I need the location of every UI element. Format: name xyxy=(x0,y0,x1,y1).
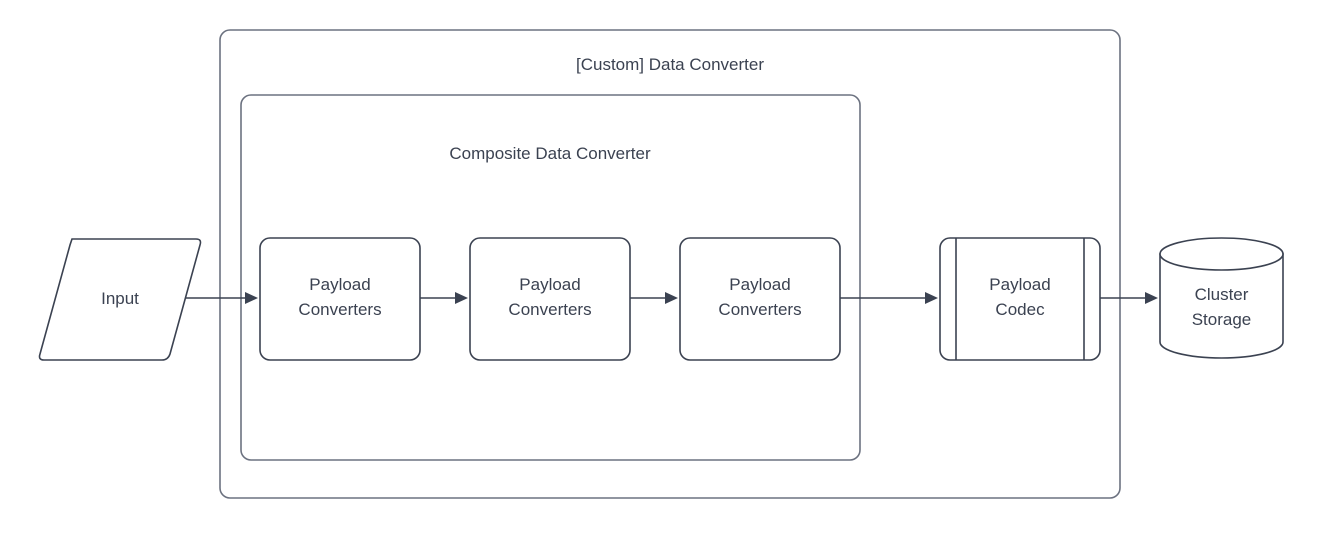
node-payload-converters-3-shape xyxy=(679,237,841,361)
arrowhead-icon xyxy=(245,292,258,304)
node-payload-converters-3-label-line1: Payload xyxy=(729,275,790,294)
node-cluster-storage-top xyxy=(1159,237,1284,271)
node-payload-converters-1-shape xyxy=(259,237,421,361)
node-payload-converters-2-label-line1: Payload xyxy=(519,275,580,294)
container-custom-data-converter[interactable]: [Custom] Data Converter xyxy=(219,29,1121,499)
node-cluster-storage[interactable]: Cluster Storage xyxy=(1159,237,1284,359)
edge-payload-converters-1-to-2 xyxy=(420,292,468,304)
node-input[interactable]: Input xyxy=(38,238,202,361)
node-payload-codec-shape xyxy=(939,237,1101,361)
arrowhead-icon xyxy=(455,292,468,304)
node-input-label: Input xyxy=(101,289,139,308)
node-payload-converters-3[interactable]: Payload Converters xyxy=(679,237,841,361)
container-custom-data-converter-label: [Custom] Data Converter xyxy=(576,55,764,74)
arrowhead-icon xyxy=(1145,292,1158,304)
node-payload-converters-2[interactable]: Payload Converters xyxy=(469,237,631,361)
node-cluster-storage-body xyxy=(1159,253,1284,359)
node-payload-converters-1-label-line2: Converters xyxy=(298,300,381,319)
node-cluster-storage-label-line1: Cluster xyxy=(1195,285,1249,304)
edge-payload-codec-to-cluster-storage xyxy=(1100,292,1158,304)
container-composite-data-converter-label: Composite Data Converter xyxy=(449,144,651,163)
node-payload-converters-3-label-line2: Converters xyxy=(718,300,801,319)
arrowhead-icon xyxy=(925,292,938,304)
edge-payload-converters-3-to-payload-codec xyxy=(840,292,938,304)
container-custom-data-converter-outline xyxy=(219,29,1121,499)
arrowhead-icon xyxy=(665,292,678,304)
node-cluster-storage-label-line2: Storage xyxy=(1192,310,1252,329)
node-payload-codec-label-line1: Payload xyxy=(989,275,1050,294)
node-payload-codec[interactable]: Payload Codec xyxy=(939,237,1101,361)
node-payload-converters-1[interactable]: Payload Converters xyxy=(259,237,421,361)
node-input-shape xyxy=(38,238,202,361)
node-payload-converters-2-shape xyxy=(469,237,631,361)
node-payload-codec-label-line2: Codec xyxy=(995,300,1045,319)
edge-payload-converters-2-to-3 xyxy=(630,292,678,304)
container-composite-data-converter-outline xyxy=(240,94,861,461)
edge-input-to-payload-converters-1 xyxy=(185,292,258,304)
container-composite-data-converter[interactable]: Composite Data Converter xyxy=(240,94,861,461)
node-payload-converters-1-label-line1: Payload xyxy=(309,275,370,294)
node-payload-converters-2-label-line2: Converters xyxy=(508,300,591,319)
